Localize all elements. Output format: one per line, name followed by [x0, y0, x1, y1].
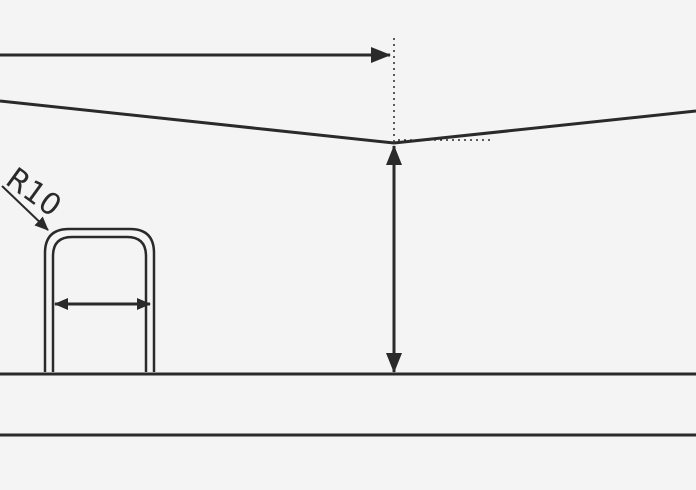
- right-slope-line: [393, 109, 696, 145]
- bracket-profile-outer: [43, 227, 156, 372]
- radius-leader-arrow: [1, 185, 49, 231]
- radius-label: R10: [0, 161, 68, 224]
- bracket-profile-inner: [51, 235, 148, 372]
- left-slope-line: [0, 99, 395, 145]
